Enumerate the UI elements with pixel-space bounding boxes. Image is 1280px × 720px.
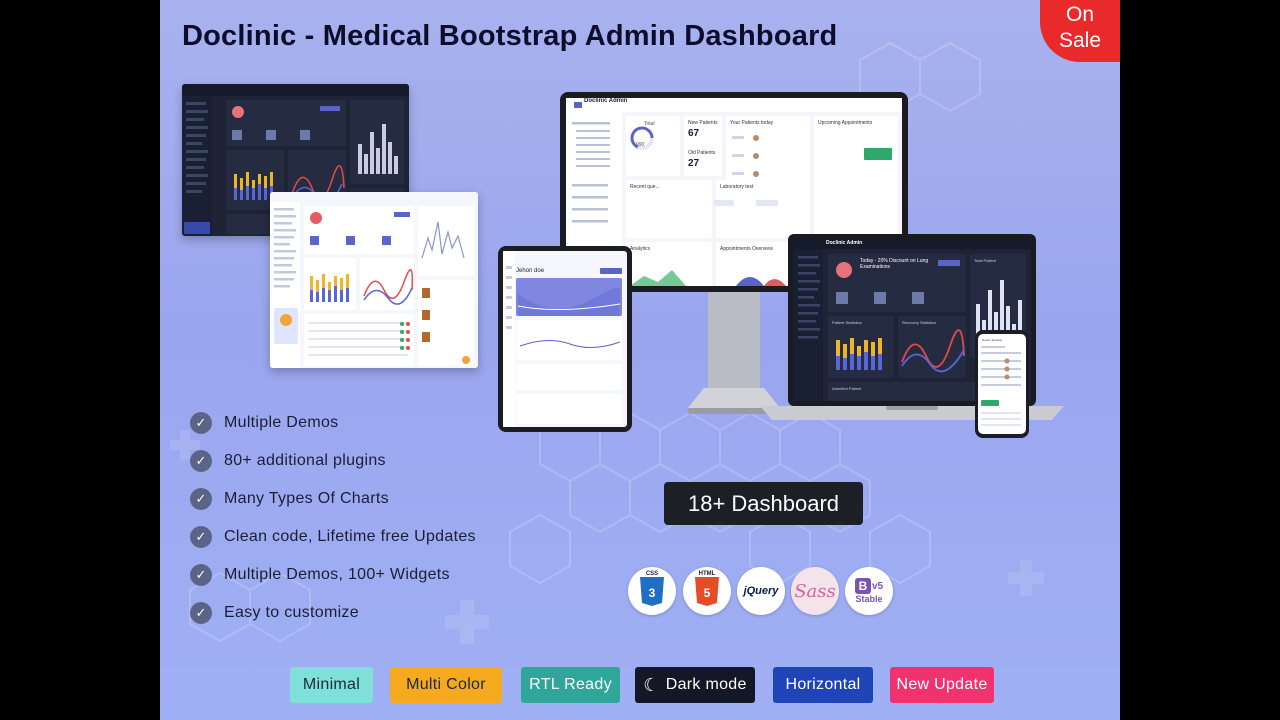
pill-multi-color: Multi Color — [390, 667, 502, 703]
sass-label: Sass — [794, 580, 836, 602]
laptop-brand: Doclinic Admin — [826, 240, 863, 246]
html5-shield-icon: 5 — [695, 577, 719, 606]
feature-label: Clean code, Lifetime free Updates — [224, 528, 476, 545]
pill-label: Horizontal — [785, 676, 861, 693]
monitor-new-patients-label: New Patients — [688, 120, 718, 126]
bootstrap-b-icon: B — [854, 578, 871, 594]
monitor-total-label: Total — [644, 121, 655, 127]
laptop-illustration — [760, 234, 1064, 420]
on-sale-badge: On Sale — [1040, 0, 1120, 62]
tablet-name: Jehon doe — [516, 268, 545, 274]
dashboard-count-badge: 18+ Dashboard — [664, 482, 863, 525]
html5-logo: 5 HTML — [683, 567, 731, 615]
monitor-appointments-overview: Appointments Overview — [720, 246, 773, 252]
pill-label: Multi Color — [406, 676, 486, 693]
monitor-analytics: Analytics — [630, 246, 651, 252]
check-icon: ✓ — [190, 602, 212, 624]
laptop-recovery-stats: Recovery Statistics — [902, 320, 937, 325]
bootstrap-logo: B v5 Stable — [845, 567, 893, 615]
phone-mockup: Doctor Session — [975, 330, 1029, 438]
pill-horizontal: Horizontal — [773, 667, 873, 703]
monitor-old-patients-value: 27 — [688, 158, 700, 169]
monitor-your-patients: Your Patients today — [730, 120, 774, 126]
light-dashboard-illustration — [270, 192, 478, 368]
pill-rtl-ready: RTL Ready — [521, 667, 620, 703]
html-label: HTML — [698, 571, 716, 577]
css-label: CSS — [645, 571, 659, 577]
check-icon: ✓ — [190, 488, 212, 510]
monitor-recent-questions: Recent que... — [630, 184, 660, 190]
sass-logo: Sass — [791, 567, 839, 615]
feature-item: ✓ Easy to customize — [190, 594, 476, 632]
monitor-old-patients-label: Old Patients — [688, 150, 716, 156]
features-list: ✓ Multiple Demos ✓ 80+ additional plugin… — [190, 404, 476, 632]
svg-text:5: 5 — [704, 586, 711, 600]
feature-item: ✓ 80+ additional plugins — [190, 442, 476, 480]
pill-label: Minimal — [302, 676, 361, 693]
feature-label: 80+ additional plugins — [224, 452, 386, 469]
pill-label: RTL Ready — [529, 676, 612, 693]
laptop-admitted: Admitted Patient — [832, 386, 862, 391]
feature-item: ✓ Multiple Demos, 100+ Widgets — [190, 556, 476, 594]
tablet-mockup: Jehon doe — [498, 246, 632, 432]
css3-shield-icon: 3 — [640, 577, 664, 606]
page-title: Doclinic - Medical Bootstrap Admin Dashb… — [182, 20, 838, 52]
monitor-upcoming: Upcoming Appointments — [818, 120, 873, 126]
promo-banner: Doclinic - Medical Bootstrap Admin Dashb… — [160, 0, 1120, 720]
tablet-illustration — [498, 246, 632, 432]
jquery-logo: jQuery — [737, 567, 785, 615]
svg-text:3: 3 — [649, 586, 656, 600]
light-dashboard-preview — [270, 192, 478, 368]
phone-title: Doctor Session — [982, 338, 1003, 342]
pill-new-update: New Update — [890, 667, 994, 703]
bootstrap-status: Stable — [855, 594, 883, 604]
feature-label: Multiple Demos — [224, 414, 339, 431]
on-sale-line-2: Sale — [1058, 29, 1102, 52]
feature-label: Easy to customize — [224, 604, 359, 621]
pill-dark-mode: ☾ Dark mode — [635, 667, 755, 703]
laptop-mockup: Doclinic Admin Today - 20% Discount on L… — [760, 234, 1064, 422]
monitor-lab-tests: Laboratory test — [720, 184, 754, 190]
laptop-patient-stats: Patient Statistics — [832, 320, 862, 325]
phone-illustration — [975, 330, 1029, 438]
pill-label: New Update — [896, 676, 988, 693]
feature-item: ✓ Clean code, Lifetime free Updates — [190, 518, 476, 556]
bootstrap-version: v5 — [871, 580, 884, 592]
monitor-total-value: 990 — [636, 142, 645, 148]
on-sale-line-1: On — [1065, 3, 1094, 26]
check-icon: ✓ — [190, 564, 212, 586]
pill-minimal: Minimal — [290, 667, 373, 703]
feature-item: ✓ Many Types Of Charts — [190, 480, 476, 518]
feature-label: Many Types Of Charts — [224, 490, 389, 507]
check-icon: ✓ — [190, 526, 212, 548]
laptop-total-patient: Total Patient — [974, 258, 997, 263]
feature-label: Multiple Demos, 100+ Widgets — [224, 566, 450, 583]
pill-label: Dark mode — [665, 676, 747, 693]
moon-icon: ☾ — [643, 674, 660, 695]
jquery-label: jQuery — [743, 585, 779, 597]
laptop-promo: Today - 20% Discount on Lung Examination… — [860, 258, 929, 270]
check-icon: ✓ — [190, 450, 212, 472]
monitor-new-patients-value: 67 — [688, 128, 700, 139]
feature-item: ✓ Multiple Demos — [190, 404, 476, 442]
monitor-brand: Doclinic Admin — [584, 98, 628, 104]
css3-logo: 3 CSS — [628, 567, 676, 615]
check-icon: ✓ — [190, 412, 212, 434]
